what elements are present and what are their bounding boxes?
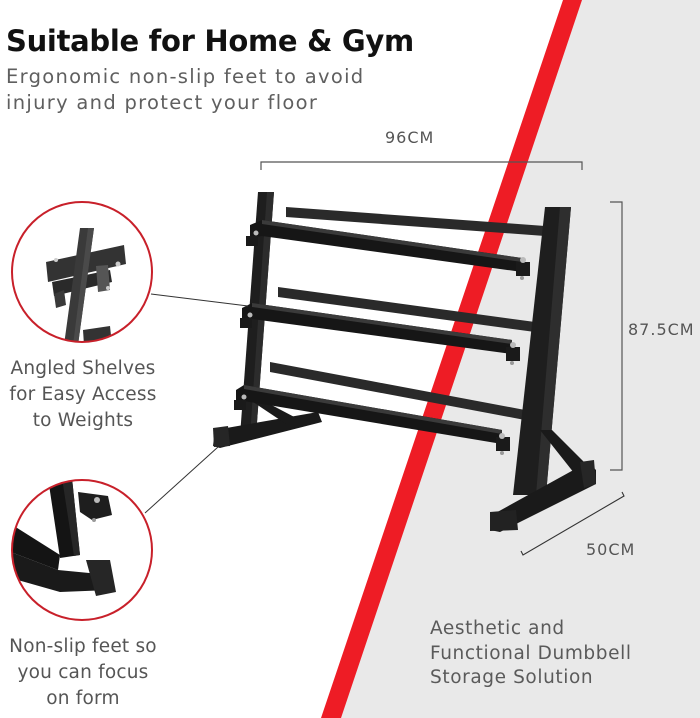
callout-line: Angled Shelves (10, 358, 156, 379)
tagline-line: Functional Dumbbell (430, 642, 632, 664)
callout-connector-shelf (150, 293, 249, 307)
callout-angled-shelves: Angled Shelves for Easy Access to Weight… (0, 356, 166, 434)
callout-line: on form (46, 688, 120, 709)
depth-dimension-bracket (520, 491, 625, 556)
width-dimension-bracket (260, 161, 583, 170)
angled-shelf-closeup-icon (11, 201, 153, 343)
non-slip-foot-closeup-icon (11, 479, 153, 621)
dumbbell-rack-icon (213, 192, 596, 532)
callout-line: Non-slip feet so (9, 636, 157, 657)
red-diagonal-stripe (321, 0, 582, 718)
tagline-line: Aesthetic and (430, 618, 565, 639)
callout-line: you can focus (17, 662, 149, 683)
callout-line: for Easy Access (9, 384, 157, 405)
product-tagline: Aesthetic and Functional Dumbbell Storag… (430, 617, 632, 691)
subheadline-line-2: injury and protect your floor (6, 91, 319, 114)
subheadline: Ergonomic non-slip feet to avoid injury … (6, 64, 364, 116)
height-dimension-label: 87.5CM (628, 320, 695, 339)
height-dimension-bracket (610, 201, 623, 471)
width-dimension-label: 96CM (385, 128, 435, 147)
subheadline-line-1: Ergonomic non-slip feet to avoid (6, 65, 365, 88)
callout-connector-foot (144, 446, 219, 514)
callout-line: to Weights (32, 410, 134, 431)
tagline-line: Storage Solution (430, 667, 594, 688)
page-headline: Suitable for Home & Gym (6, 24, 414, 58)
callout-non-slip-feet: Non-slip feet so you can focus on form (0, 634, 166, 712)
depth-dimension-label: 50CM (586, 540, 636, 559)
